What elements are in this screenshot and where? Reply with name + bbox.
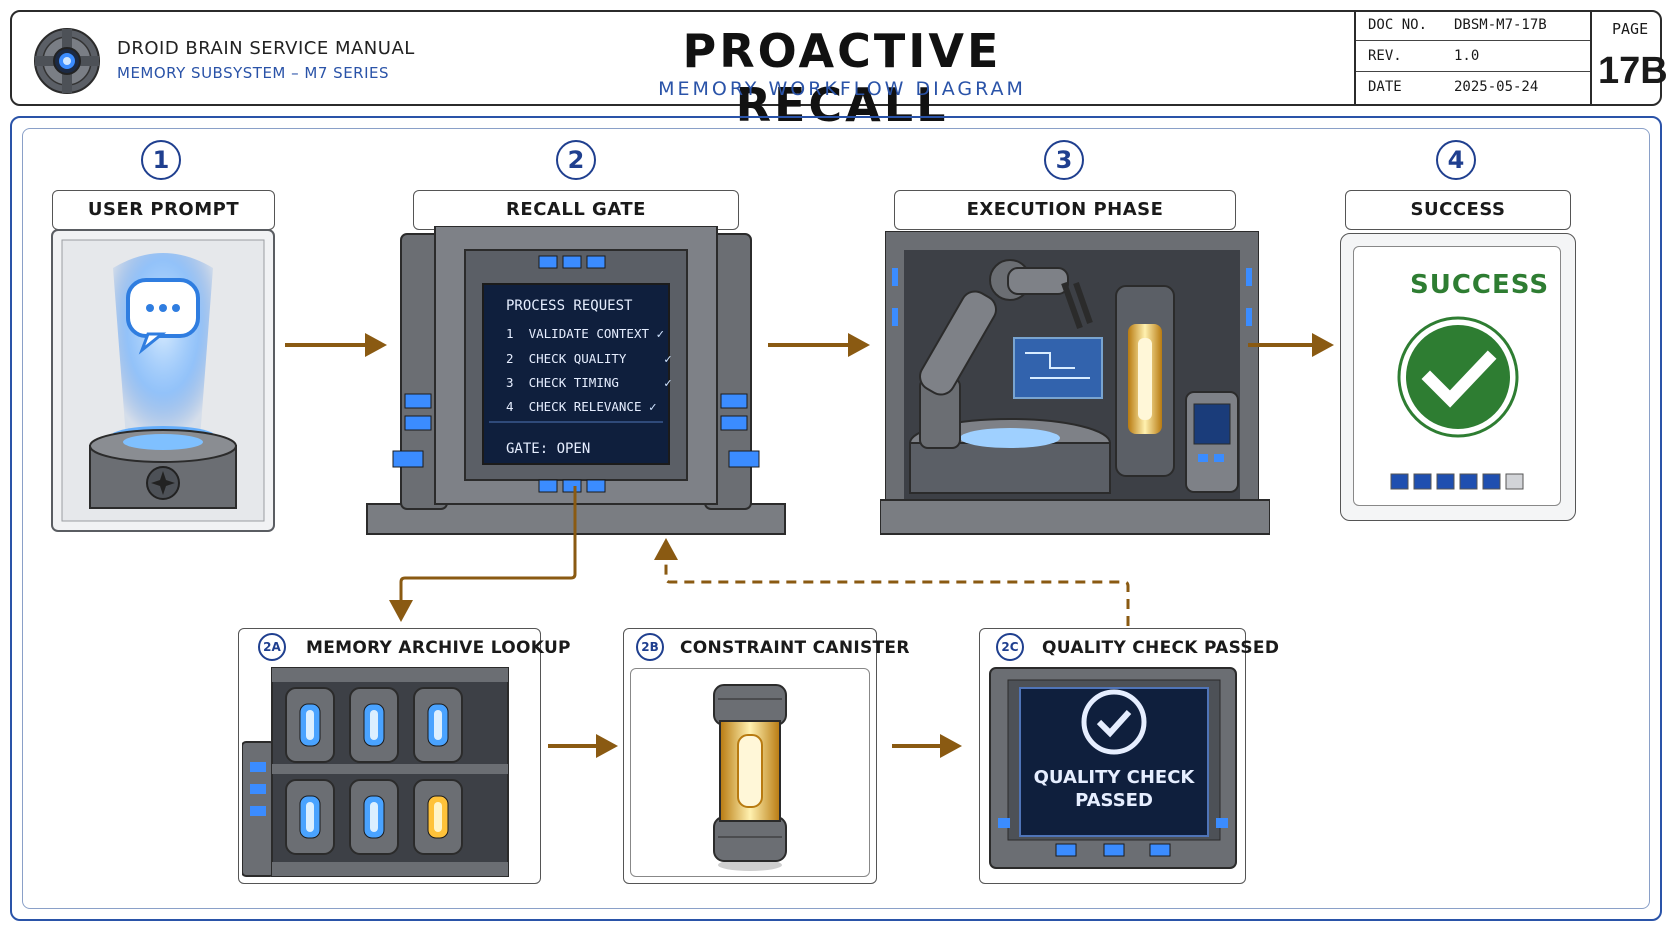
quality-screen-text: QUALITY CHECK PASSED bbox=[1020, 766, 1208, 812]
gate-status: GATE: OPEN bbox=[506, 441, 591, 457]
stage-number-1: 1 bbox=[141, 140, 181, 180]
stage-label-tab-1: USER PROMPT bbox=[52, 190, 275, 230]
memory-canister-blue bbox=[413, 687, 463, 763]
quality-line-2: PASSED bbox=[1075, 790, 1153, 811]
stage-label-tab-4: SUCCESS bbox=[1345, 190, 1571, 230]
meta-row-rev: REV. 1.0 bbox=[1356, 41, 1590, 72]
meta-key: DATE bbox=[1368, 79, 1402, 95]
glowing-canister-icon bbox=[713, 684, 787, 871]
meta-value: 2025-05-24 bbox=[1454, 79, 1539, 95]
gate-check-item: 4 CHECK RELEVANCE ✓ bbox=[506, 399, 657, 414]
diagram-inner-frame bbox=[22, 128, 1650, 909]
stage-number-3: 3 bbox=[1044, 140, 1084, 180]
check-number: 3 bbox=[506, 375, 514, 390]
substep-badge-2b: 2B bbox=[636, 633, 664, 661]
meta-key: REV. bbox=[1368, 48, 1402, 64]
check-number: 2 bbox=[506, 351, 514, 366]
memory-canister-blue bbox=[349, 687, 399, 763]
document-meta-table: DOC NO. DBSM-M7-17B REV. 1.0 DATE 2025-0… bbox=[1354, 10, 1592, 106]
arrow-right-icon bbox=[768, 333, 870, 357]
check-number: 4 bbox=[506, 399, 514, 414]
substep-badge-2a: 2A bbox=[258, 633, 286, 661]
memory-canister-blue bbox=[349, 779, 399, 855]
checkmark-icon: ✓ bbox=[656, 326, 665, 341]
check-label: CHECK RELEVANCE bbox=[528, 399, 642, 414]
gate-check-item: 3 CHECK TIMING ✓ bbox=[506, 375, 672, 390]
page-number: 17B bbox=[1598, 50, 1668, 92]
arrow-right-icon bbox=[548, 734, 618, 758]
memory-canister-blue bbox=[285, 687, 335, 763]
gate-check-item: 1 VALIDATE CONTEXT ✓ bbox=[506, 326, 664, 341]
page-subtitle: MEMORY WORKFLOW DIAGRAM bbox=[658, 78, 1026, 100]
success-progress-bar bbox=[1390, 473, 1524, 490]
arrow-right-icon bbox=[1248, 333, 1334, 357]
progress-square-empty bbox=[1505, 473, 1524, 490]
arrow-right-icon bbox=[892, 734, 962, 758]
arrow-gate-to-archive bbox=[389, 486, 577, 622]
meta-key: DOC NO. bbox=[1368, 17, 1428, 33]
hologram-chat-icon bbox=[51, 229, 275, 532]
meta-row-date: DATE 2025-05-24 bbox=[1356, 72, 1590, 103]
checkmark-icon: ✓ bbox=[626, 375, 672, 390]
checkmark-icon: ✓ bbox=[649, 399, 657, 414]
checkmark-icon: ✓ bbox=[633, 351, 672, 366]
substep-label-2a: MEMORY ARCHIVE LOOKUP bbox=[306, 638, 571, 658]
substep-badge-2c: 2C bbox=[996, 633, 1024, 661]
progress-square-filled bbox=[1390, 473, 1409, 490]
quality-check-screen-icon bbox=[989, 667, 1237, 869]
check-number: 1 bbox=[506, 326, 514, 341]
stage-label: USER PROMPT bbox=[87, 199, 240, 220]
gate-screen-title: PROCESS REQUEST bbox=[506, 298, 633, 314]
stage-label: RECALL GATE bbox=[506, 199, 646, 220]
gate-terminal-icon bbox=[366, 226, 786, 535]
stage-label: SUCCESS bbox=[1410, 199, 1506, 220]
brand-subtitle: MEMORY SUBSYSTEM – M7 SERIES bbox=[117, 64, 390, 82]
substep-label-2b: CONSTRAINT CANISTER bbox=[680, 638, 910, 658]
brand-title: DROID BRAIN SERVICE MANUAL bbox=[117, 38, 415, 59]
page-title: PROACTIVE RECALL bbox=[682, 24, 1002, 132]
header-bar: DROID BRAIN SERVICE MANUAL MEMORY SUBSYS… bbox=[10, 10, 1668, 132]
stage-number-2: 2 bbox=[556, 140, 596, 180]
robot-arm-icon bbox=[880, 231, 1270, 535]
gate-check-item: 2 CHECK QUALITY ✓ bbox=[506, 351, 672, 366]
progress-square-filled bbox=[1482, 473, 1501, 490]
check-label: VALIDATE CONTEXT bbox=[528, 326, 650, 341]
progress-square-filled bbox=[1436, 473, 1455, 490]
stage-label-tab-3: EXECUTION PHASE bbox=[894, 190, 1236, 230]
success-check-icon bbox=[1397, 316, 1519, 438]
stage-number-4: 4 bbox=[1436, 140, 1476, 180]
progress-square-filled bbox=[1413, 473, 1432, 490]
memory-canister-blue bbox=[285, 779, 335, 855]
arrow-quality-feedback-dashed bbox=[654, 538, 1130, 626]
check-label: CHECK TIMING bbox=[528, 375, 619, 390]
droid-brain-logo-icon bbox=[34, 28, 100, 94]
memory-canister-amber bbox=[413, 779, 463, 855]
success-text: SUCCESS bbox=[1410, 270, 1550, 300]
meta-value: DBSM-M7-17B bbox=[1454, 17, 1547, 33]
diagram-frame bbox=[10, 116, 1662, 921]
check-label: CHECK QUALITY bbox=[528, 351, 627, 366]
progress-square-filled bbox=[1459, 473, 1478, 490]
stage-label: EXECUTION PHASE bbox=[966, 199, 1164, 220]
stage-label-tab-2: RECALL GATE bbox=[413, 190, 739, 230]
meta-value: 1.0 bbox=[1454, 48, 1480, 64]
arrow-right-icon bbox=[285, 333, 387, 357]
page-label: PAGE bbox=[1612, 20, 1649, 38]
meta-row-doc-no: DOC NO. DBSM-M7-17B bbox=[1356, 10, 1590, 41]
memory-canister-rack-icon bbox=[242, 667, 509, 877]
substep-label-2c: QUALITY CHECK PASSED bbox=[1042, 638, 1280, 658]
quality-line-1: QUALITY CHECK bbox=[1033, 767, 1195, 788]
